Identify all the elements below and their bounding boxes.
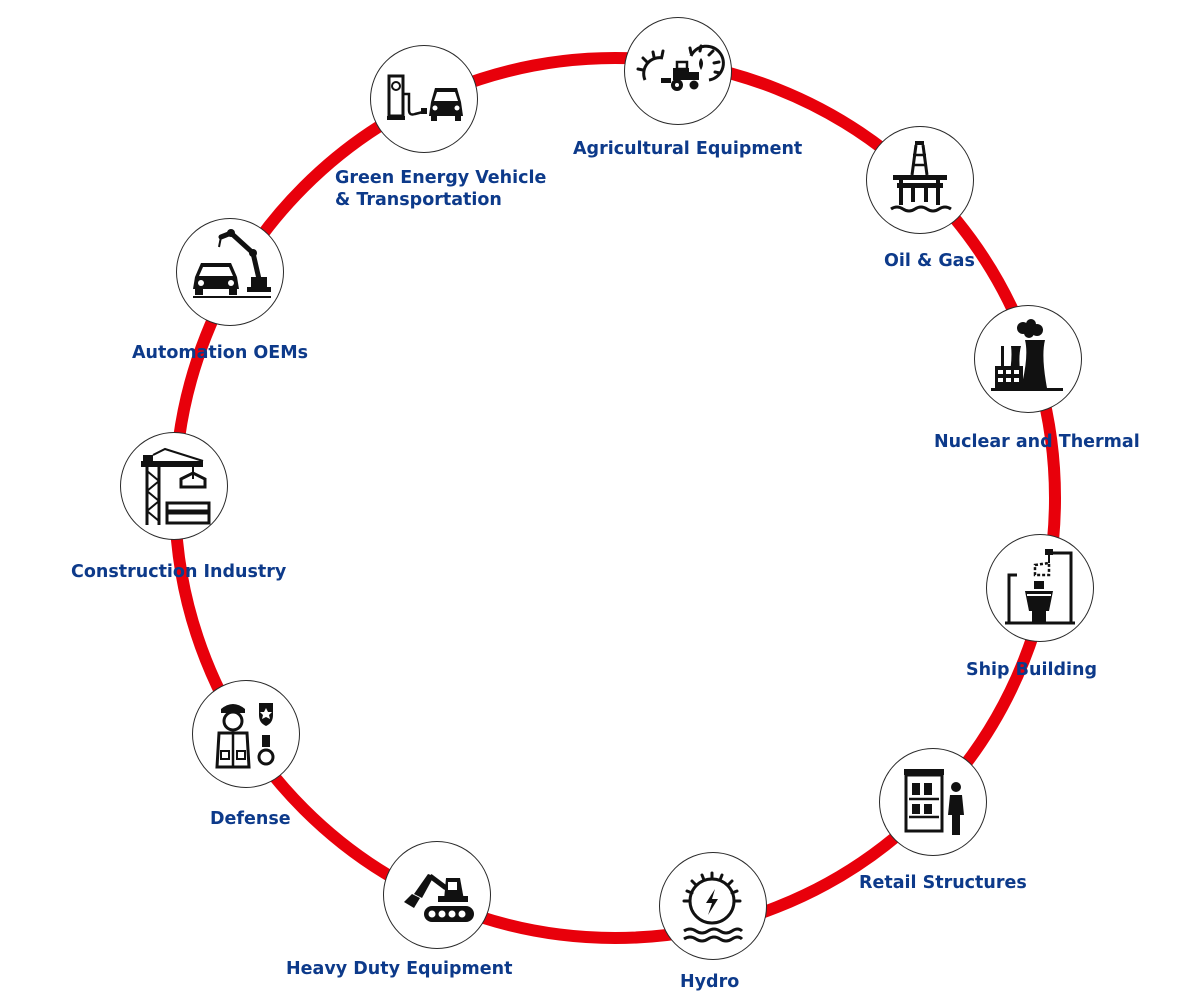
node-green[interactable] [370,45,478,153]
node-oil-gas[interactable] [866,126,974,234]
ev-charging-icon [387,74,463,121]
node-construction[interactable] [120,432,228,540]
node-ship[interactable] [986,534,1094,642]
tractor-gears-icon [636,44,725,91]
tower-crane-icon [141,447,211,525]
label-ship: Ship Building [966,660,1097,680]
node-retail[interactable] [879,748,987,856]
label-heavy: Heavy Duty Equipment [286,959,513,979]
node-heavy[interactable] [383,841,491,949]
node-hydro[interactable] [659,852,767,960]
node-defense[interactable] [192,680,300,788]
node-automation[interactable] [176,218,284,326]
node-agricultural[interactable] [624,17,732,125]
label-agricultural: Agricultural Equipment [573,139,803,159]
label-construction: Construction Industry [71,562,287,582]
robot-arm-car-icon [193,229,271,298]
soldier-medal-icon [215,703,275,769]
excavator-icon [404,874,474,922]
label-green-line1: Green Energy Vehicle [335,168,547,188]
power-plant-icon [991,319,1063,391]
storefront-icon [904,769,964,835]
label-automation: Automation OEMs [132,343,309,363]
label-green: Green Energy Vehicle & Transportation [335,167,546,211]
label-hydro: Hydro [680,972,740,992]
label-defense: Defense [210,809,291,829]
label-nuclear: Nuclear and Thermal [934,432,1140,452]
hydro-turbine-icon [682,871,744,943]
label-green-line2: & Transportation [335,190,502,210]
oil-rig-icon [890,141,952,213]
shipyard-crane-icon [1005,549,1075,625]
node-nuclear[interactable] [974,305,1082,413]
label-retail: Retail Structures [859,873,1027,893]
label-oil-gas: Oil & Gas [884,251,975,271]
